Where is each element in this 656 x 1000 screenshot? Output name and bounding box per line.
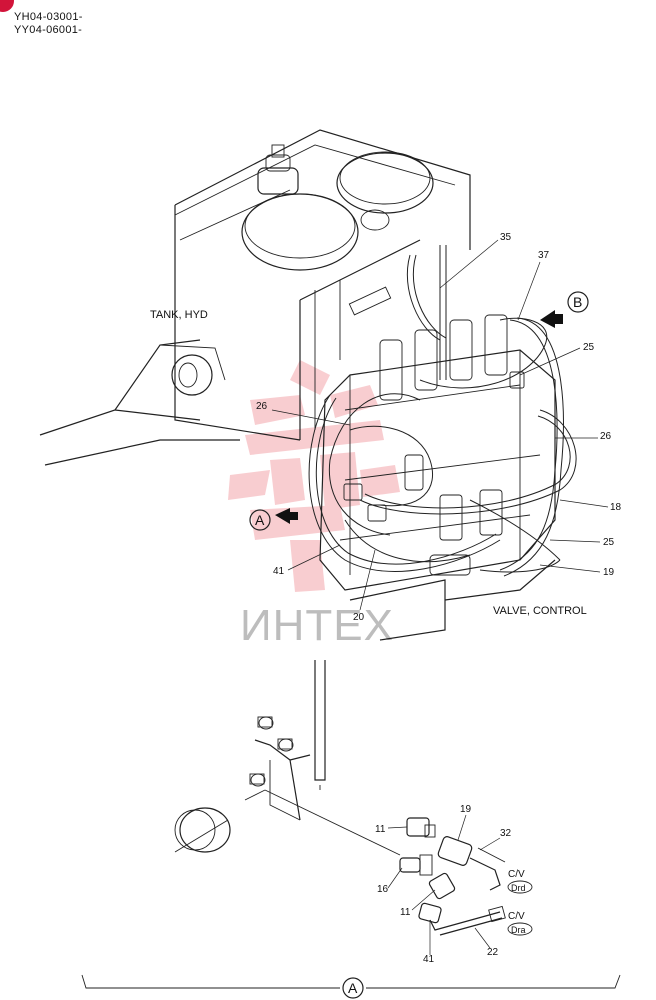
part-32-label: 32	[500, 828, 512, 839]
part-26-right-label: 26	[600, 431, 612, 442]
detail-leader-lines	[387, 814, 501, 955]
cv-label-2: C/V	[508, 911, 525, 922]
corner-badge	[0, 0, 14, 12]
part-41-detail-label: 41	[423, 954, 435, 965]
cv-label-1: C/V	[508, 869, 525, 880]
part-11-top-label: 11	[375, 824, 386, 835]
part-19-detail-label: 19	[460, 804, 472, 815]
part-35-label: 35	[500, 232, 512, 243]
hydraulic-tank	[174, 129, 471, 441]
part-22-label: 22	[487, 947, 499, 958]
serial-number-2: YY04-06001-	[14, 24, 83, 36]
dra-label: Dra	[511, 925, 526, 935]
part-37-label: 37	[538, 250, 550, 261]
detail-label-a: A	[348, 980, 358, 996]
tank-label: TANK, HYD	[150, 309, 208, 321]
hydraulic-hoses	[308, 245, 577, 577]
view-arrow-a	[275, 508, 298, 524]
part-25-top-label: 25	[583, 342, 595, 353]
part-20-label: 20	[353, 612, 365, 623]
watermark-text: ИНТЕХ	[240, 601, 394, 650]
detail-marker-a	[342, 977, 364, 999]
view-marker-b	[567, 291, 589, 313]
part-19-main-label: 19	[603, 567, 615, 578]
detail-a-drawing	[174, 660, 506, 936]
boom-frame	[39, 339, 240, 466]
part-18-label: 18	[610, 502, 622, 513]
part-11-bottom-label: 11	[400, 907, 411, 918]
leader-lines	[271, 239, 609, 611]
view-label-b: B	[573, 294, 582, 310]
drd-tag	[507, 880, 533, 894]
detail-brace	[81, 974, 621, 989]
dra-tag	[507, 922, 533, 936]
part-16-label: 16	[377, 884, 389, 895]
drd-label: Drd	[511, 883, 526, 893]
view-marker-a	[249, 509, 271, 531]
view-arrow-b	[540, 310, 563, 328]
view-label-a: A	[255, 512, 265, 528]
valve-label: VALVE, CONTROL	[493, 605, 587, 617]
part-25-bottom-label: 25	[603, 537, 615, 548]
serial-number-1: YH04-03001-	[14, 11, 83, 23]
part-41-main-label: 41	[273, 566, 285, 577]
control-valve	[319, 314, 556, 641]
part-26-left-label: 26	[256, 401, 268, 412]
